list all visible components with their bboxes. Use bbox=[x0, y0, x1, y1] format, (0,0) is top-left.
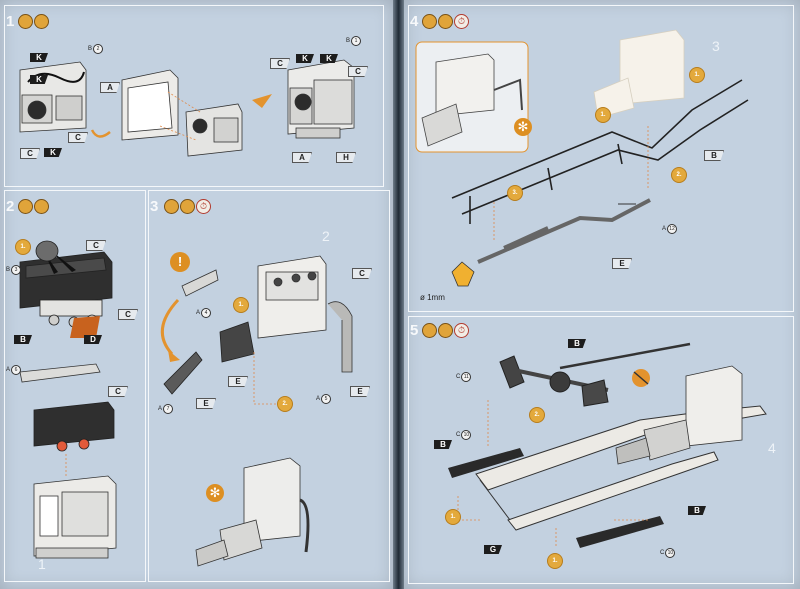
step-3-engine-result bbox=[195, 457, 310, 567]
tag-b: B bbox=[434, 440, 452, 449]
step-3-number: 3 bbox=[150, 198, 159, 215]
step-3-exhaust bbox=[327, 301, 353, 373]
step-3-bellhousing bbox=[219, 321, 255, 363]
step-3-engine bbox=[257, 255, 327, 339]
step-4-number: 4 bbox=[410, 13, 419, 30]
substep-1: 1. bbox=[446, 510, 460, 524]
cutter-icon bbox=[18, 14, 33, 29]
step-1-engine-assembled bbox=[287, 59, 355, 139]
step-2-manifold bbox=[19, 363, 101, 383]
step-2-engine-base bbox=[33, 475, 117, 559]
step-5-axle-assembly bbox=[499, 342, 691, 407]
glue-brush-icon bbox=[438, 323, 453, 338]
clock-icon: ⏱ bbox=[454, 323, 469, 338]
glue-brush-icon bbox=[180, 199, 195, 214]
step-5-leaf-spring-2 bbox=[576, 516, 664, 548]
step-3-curve-arrowhead bbox=[168, 350, 180, 362]
pin-diameter-label: ø 1mm bbox=[420, 293, 445, 302]
substep-1: 1. bbox=[16, 240, 30, 254]
step-4-panel bbox=[408, 5, 794, 312]
book-gutter bbox=[393, 0, 404, 589]
step-3-bellhousing-detail bbox=[181, 269, 219, 297]
caution-icon: ! bbox=[170, 252, 190, 272]
glue-brush-icon bbox=[438, 14, 453, 29]
assembly-number: 3 bbox=[712, 38, 720, 54]
step-1-engine-left bbox=[19, 61, 87, 133]
step-4-pin-detail bbox=[451, 261, 475, 287]
step-1-number: 1 bbox=[6, 13, 15, 30]
step-1-engine-middle bbox=[121, 69, 243, 157]
step-2-panel bbox=[4, 190, 146, 582]
glue-spot-icon: ✻ bbox=[206, 484, 224, 502]
cutter-icon bbox=[422, 323, 437, 338]
tag-g: G bbox=[484, 545, 502, 554]
substep-2: 2. bbox=[278, 397, 292, 411]
substep-1: 1. bbox=[234, 298, 248, 312]
tag-b: B bbox=[568, 339, 586, 348]
glue-spot-icon: ✻ bbox=[514, 118, 532, 136]
step-5-no-glue-slash bbox=[633, 371, 649, 385]
step-2-pipe-d bbox=[70, 316, 100, 338]
tag-k: K bbox=[30, 53, 48, 62]
tag-k: K bbox=[30, 75, 48, 84]
substep-3: 3. bbox=[508, 186, 522, 200]
step-3-gearbox bbox=[163, 351, 203, 395]
step-3-curve-arrow bbox=[160, 298, 180, 356]
tag-d: D bbox=[84, 335, 102, 344]
cutter-icon bbox=[164, 199, 179, 214]
tag-k: K bbox=[44, 148, 62, 157]
substep-2: 2. bbox=[530, 408, 544, 422]
step-5-panel bbox=[408, 316, 794, 584]
step-1-rotate-arrow bbox=[90, 129, 111, 138]
step-3-guide-line bbox=[253, 352, 278, 405]
step-5-guide-lines-2 bbox=[555, 519, 648, 548]
clock-icon: ⏱ bbox=[196, 199, 211, 214]
substep-2: 2. bbox=[672, 168, 686, 182]
cutter-icon bbox=[18, 199, 33, 214]
tag-b: B bbox=[14, 335, 32, 344]
step-5-leaf-spring-1 bbox=[448, 448, 524, 478]
tag-k: K bbox=[320, 54, 338, 63]
assembly-number: 1 bbox=[38, 556, 46, 572]
step-4-ghost-engine bbox=[593, 29, 685, 119]
tag-b: B bbox=[688, 506, 706, 515]
substep-1: 1. bbox=[690, 68, 704, 82]
tag-k: K bbox=[296, 54, 314, 63]
step-1-direction-arrow bbox=[252, 94, 272, 108]
step-5-number: 5 bbox=[410, 322, 419, 339]
step-3-panel bbox=[148, 190, 390, 582]
step-4-chassis-frame bbox=[451, 79, 749, 224]
assembly-number: 4 bbox=[768, 440, 776, 456]
step-5-engine bbox=[615, 365, 743, 465]
glue-brush-icon bbox=[34, 14, 49, 29]
substep-1: 1. bbox=[596, 108, 610, 122]
step-1-panel bbox=[4, 5, 384, 187]
step-4-detail-engine bbox=[421, 53, 523, 147]
assembly-number: 2 bbox=[322, 228, 330, 244]
step-2-magnifier bbox=[35, 240, 59, 262]
substep-1: 1. bbox=[548, 554, 562, 568]
step-2-number: 2 bbox=[6, 198, 15, 215]
glue-brush-icon bbox=[34, 199, 49, 214]
cutter-icon bbox=[422, 14, 437, 29]
clock-icon: ⏱ bbox=[454, 14, 469, 29]
step-2-block-subassembly bbox=[33, 401, 115, 452]
step-4-axle bbox=[477, 198, 651, 264]
